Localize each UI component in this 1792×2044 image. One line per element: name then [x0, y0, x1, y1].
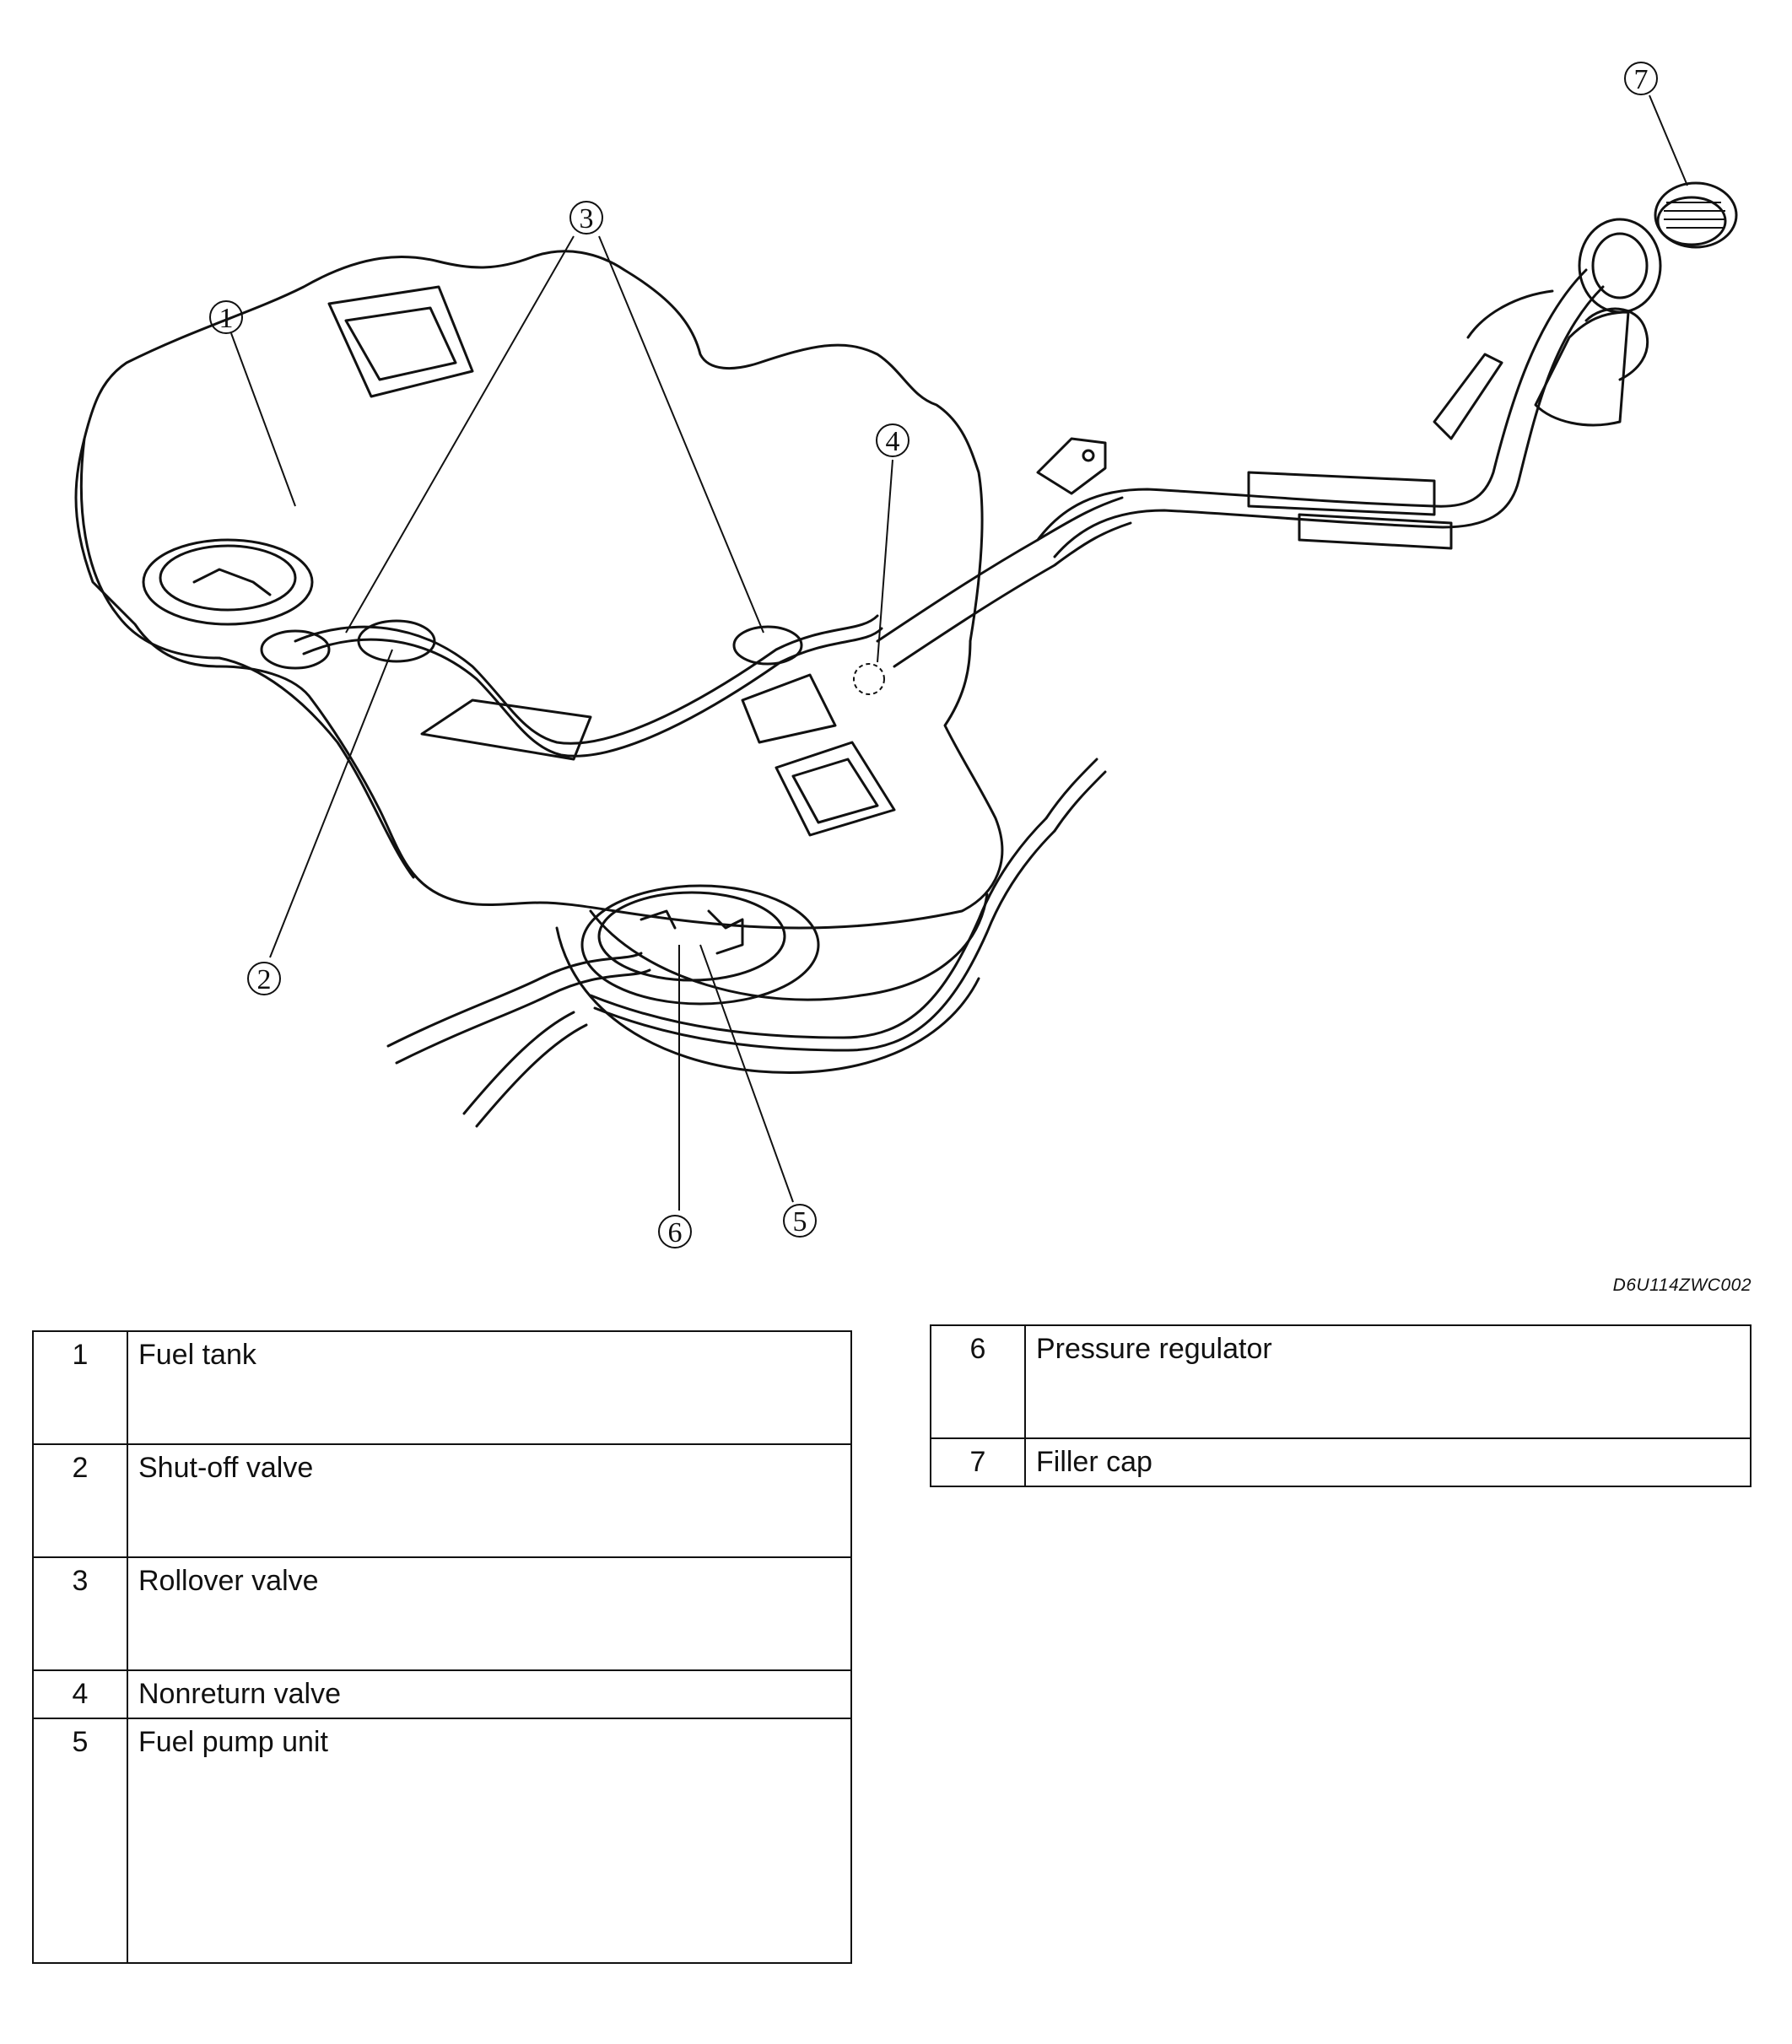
leader-lines: [230, 94, 1688, 1211]
fuel-tank-drawing: [74, 250, 1004, 1074]
callout-5: 5: [783, 1204, 817, 1238]
legend-label: Pressure regulator: [1024, 1324, 1752, 1439]
legend-row: 4 Nonreturn valve: [32, 1669, 852, 1719]
legend-table-right: 6 Pressure regulator 7 Filler cap: [930, 1324, 1752, 1487]
legend-number: 6: [930, 1324, 1026, 1439]
callout-1: 1: [209, 300, 243, 334]
legend-label: Rollover valve: [127, 1556, 852, 1671]
callout-6: 6: [658, 1215, 692, 1249]
legend-row: 2 Shut-off valve: [32, 1443, 852, 1558]
legend-row: 5 Fuel pump unit: [32, 1718, 852, 1964]
legend-number: 7: [930, 1437, 1026, 1487]
legend-row: 3 Rollover valve: [32, 1556, 852, 1671]
callout-3: 3: [569, 201, 603, 235]
svg-text:3: 3: [580, 203, 594, 235]
legend-label: Fuel tank: [127, 1330, 852, 1445]
svg-text:1: 1: [219, 303, 234, 334]
svg-text:5: 5: [793, 1206, 807, 1238]
legend-label: Nonreturn valve: [127, 1669, 852, 1719]
figure-code: D6U114ZWC002: [1612, 1275, 1752, 1295]
legend-number: 2: [32, 1443, 128, 1558]
legend-label: Shut-off valve: [127, 1443, 852, 1558]
callout-2: 2: [247, 962, 281, 995]
legend-label: Fuel pump unit: [127, 1718, 852, 1964]
legend-label: Filler cap: [1024, 1437, 1752, 1487]
legend-number: 5: [32, 1718, 128, 1964]
callout-4: 4: [876, 423, 909, 457]
legend-number: 1: [32, 1330, 128, 1445]
legend-row: 6 Pressure regulator: [930, 1324, 1752, 1439]
legend-table-left: 1 Fuel tank 2 Shut-off valve 3 Rollover …: [32, 1330, 852, 1964]
svg-text:2: 2: [257, 964, 272, 995]
callout-7: 7: [1624, 62, 1658, 95]
svg-text:7: 7: [1634, 64, 1649, 95]
fuel-lines-drawing: [294, 181, 1738, 1128]
legend-row: 1 Fuel tank: [32, 1330, 852, 1445]
legend-number: 4: [32, 1669, 128, 1719]
legend-row: 7 Filler cap: [930, 1437, 1752, 1487]
legend-number: 3: [32, 1556, 128, 1671]
svg-text:4: 4: [886, 426, 900, 457]
svg-text:6: 6: [668, 1217, 683, 1249]
fuel-system-diagram: 1 2 3 4 5 6 7: [74, 62, 1738, 1249]
